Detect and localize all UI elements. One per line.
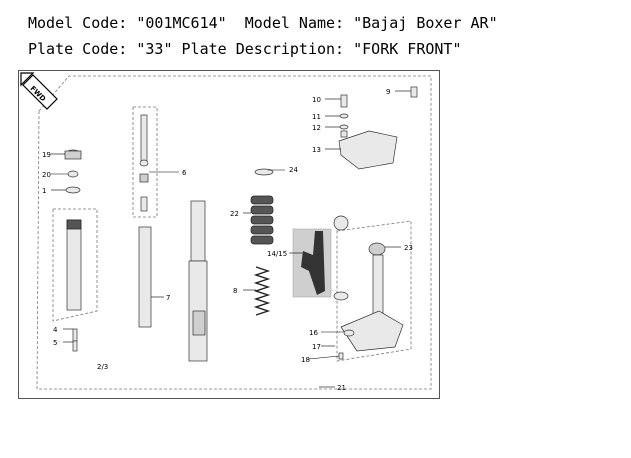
callout-18: 18 [301,356,310,364]
callout-6: 6 [182,169,187,177]
callout-1: 1 [42,187,46,195]
damper-boundary [132,106,158,218]
assembly-boundary [36,75,432,390]
callout-23: 23 [404,244,413,252]
fork-spring [253,266,271,316]
top-bracket-assembly [338,86,418,170]
leader-lines [51,90,411,388]
callout-7: 7 [166,294,170,302]
callout-20: 20 [42,171,51,179]
callout-22: 22 [230,210,239,218]
left-fork-parts [64,149,82,352]
callout-8: 8 [233,287,237,295]
right-bracket-boundary [336,220,412,362]
rubber-boot [250,168,274,245]
callout-13: 13 [312,146,321,154]
callout-21: 21 [337,384,346,392]
callout-10: 10 [312,96,321,104]
inner-tube [138,226,152,328]
part-14-15-highlight [292,228,332,298]
damper-parts [139,114,149,212]
parts-diagram: FWD [18,70,440,399]
seal-ring [333,215,349,231]
callout-11: 11 [312,113,321,121]
callout-5: 5 [53,339,57,347]
callout-16: 16 [309,329,318,337]
callout-14-15: 14/15 [267,250,287,258]
callout-17: 17 [312,343,321,351]
seal-ring-lower [333,291,349,301]
callout-2-3: 2/3 [97,363,108,371]
callout-12: 12 [312,124,321,132]
plate-info-line: Plate Code: "33" Plate Description: "FOR… [28,40,462,58]
left-leg-boundary [52,208,98,322]
callout-24: 24 [289,166,298,174]
callout-19: 19 [42,151,51,159]
callout-4: 4 [53,326,58,334]
assembled-fork-leg [188,200,208,362]
model-info-line: Model Code: "001MC614" Model Name: "Baja… [28,14,498,32]
callout-9: 9 [386,88,390,96]
fwd-arrow-icon: FWD [20,72,58,110]
lower-bracket-assembly [338,242,404,360]
